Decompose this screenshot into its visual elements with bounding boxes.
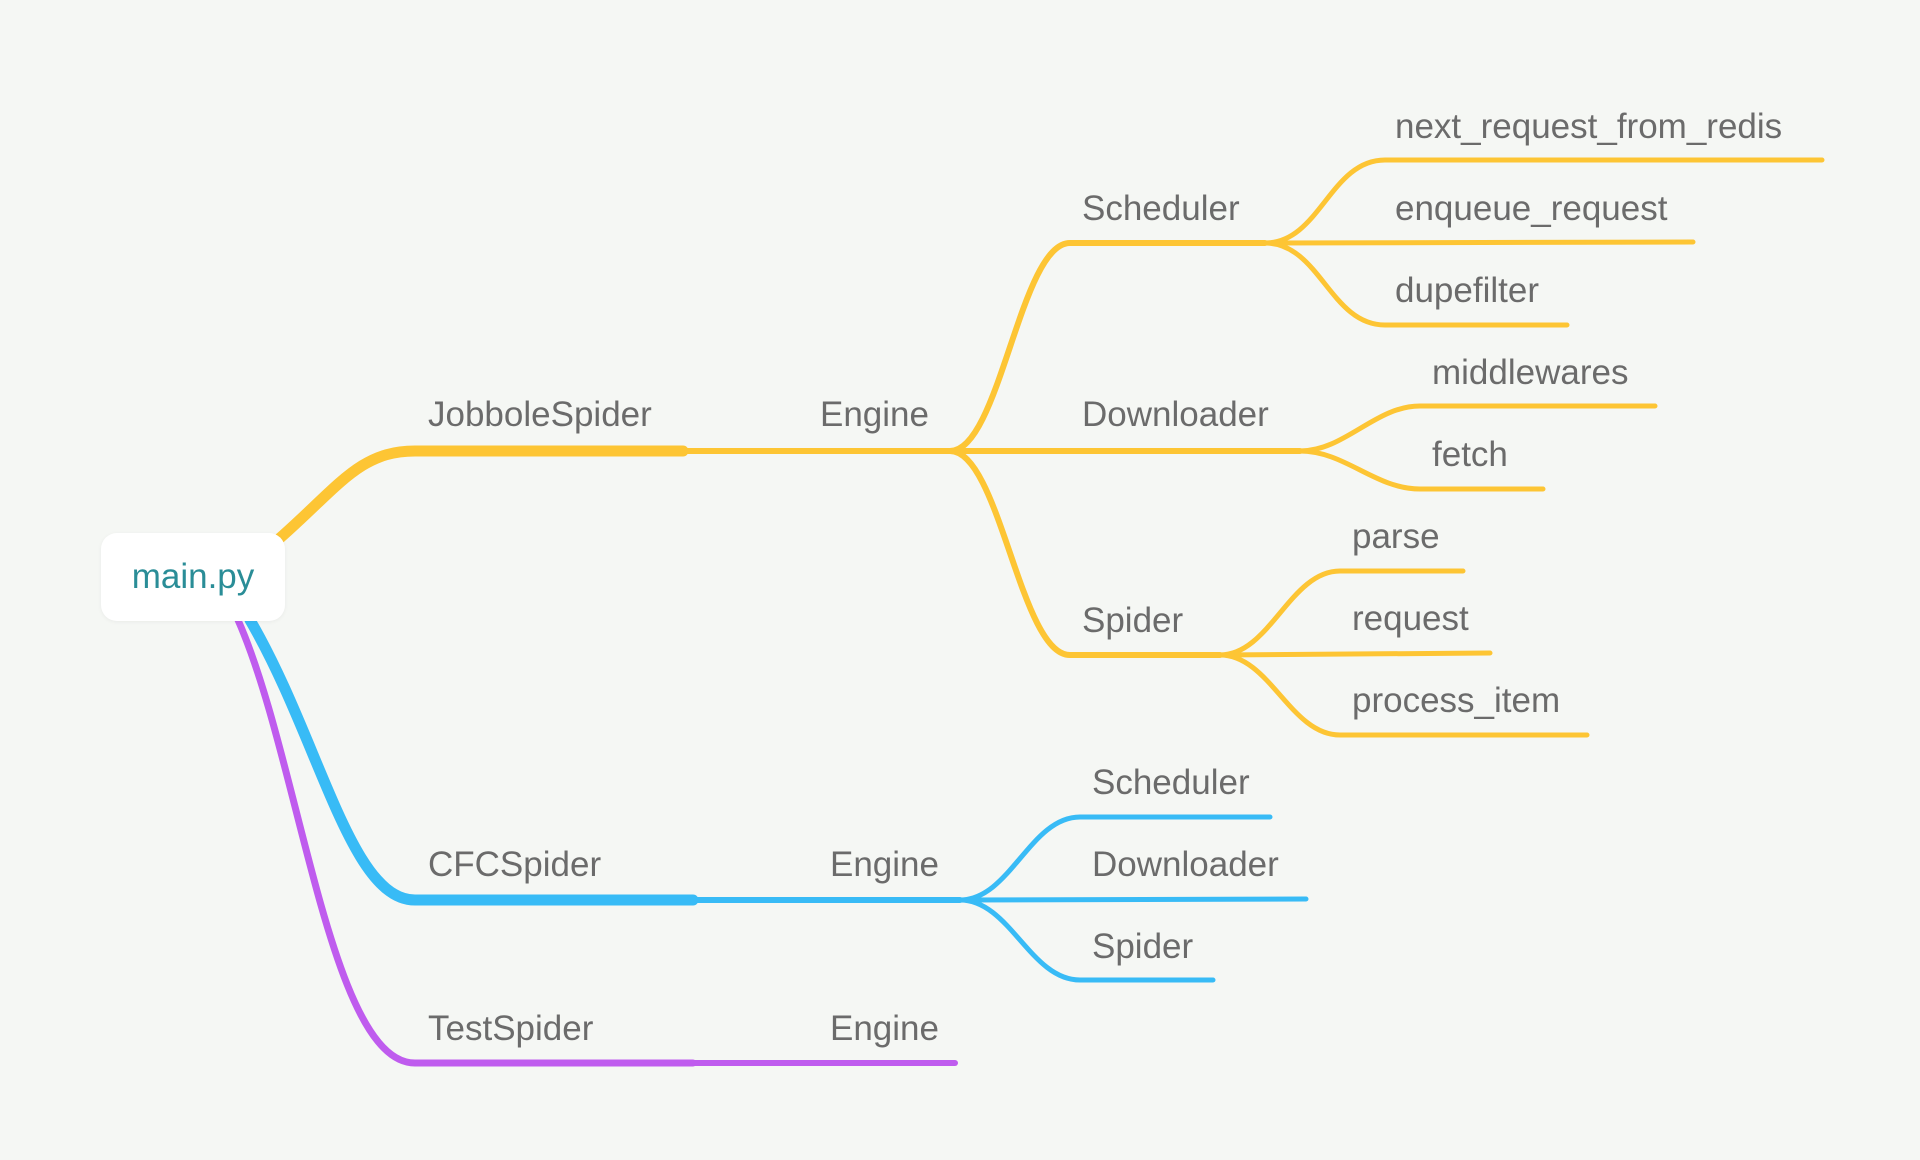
root-to-test-line (234, 616, 697, 1067)
scheduler-to-enqueue-line (1262, 239, 1696, 246)
downloader-to-fetch-line (1297, 448, 1546, 492)
node-cfc-spider-component[interactable]: Spider (1092, 927, 1194, 966)
node-enqueue-request[interactable]: enqueue_request (1395, 189, 1668, 228)
node-test-engine[interactable]: Engine (830, 1009, 939, 1048)
root-node[interactable]: main.py (101, 533, 285, 621)
scheduler-to-next-request-line (1262, 157, 1825, 246)
node-cfc-engine[interactable]: Engine (830, 845, 939, 884)
node-next-request-from-redis[interactable]: next_request_from_redis (1395, 107, 1783, 146)
engine-to-cfc-scheduler-line (957, 814, 1273, 903)
engine-to-spider-line (947, 448, 1223, 658)
node-cfc-downloader[interactable]: Downloader (1092, 845, 1279, 884)
engine-to-cfc-spider-line (957, 897, 1216, 983)
scheduler-to-dupefilter-line (1262, 240, 1570, 328)
test-connectors (234, 616, 958, 1067)
spider-to-request-line (1217, 650, 1493, 658)
node-fetch[interactable]: fetch (1432, 435, 1508, 474)
engine-to-cfc-downloader-line (957, 896, 1309, 903)
root-to-cfc-line (244, 614, 699, 906)
node-middlewares[interactable]: middlewares (1432, 353, 1629, 392)
node-cfc-spider[interactable]: CFCSpider (428, 845, 602, 884)
node-request[interactable]: request (1352, 599, 1469, 638)
node-parse[interactable]: parse (1352, 517, 1440, 556)
node-jobbole-engine[interactable]: Engine (820, 395, 929, 434)
engine-to-scheduler-line (947, 240, 1268, 454)
cfc-connectors (244, 614, 1309, 983)
root-to-jobbole-line (274, 445, 689, 544)
node-dupefilter[interactable]: dupefilter (1395, 271, 1539, 310)
root-node-label: main.py (131, 557, 255, 596)
node-jobbole-spider[interactable]: JobboleSpider (428, 395, 652, 434)
spider-to-parse-line (1217, 568, 1466, 658)
node-cfc-scheduler[interactable]: Scheduler (1092, 763, 1250, 802)
node-jobbole-downloader[interactable]: Downloader (1082, 395, 1269, 434)
node-process-item[interactable]: process_item (1352, 681, 1561, 720)
node-jobbole-scheduler[interactable]: Scheduler (1082, 189, 1240, 228)
downloader-to-middlewares-line (1297, 403, 1658, 454)
node-test-spider[interactable]: TestSpider (428, 1009, 594, 1048)
jobbole-connectors (274, 157, 1825, 738)
node-jobbole-spider-component[interactable]: Spider (1082, 601, 1184, 640)
spider-to-process-item-line (1217, 652, 1590, 738)
